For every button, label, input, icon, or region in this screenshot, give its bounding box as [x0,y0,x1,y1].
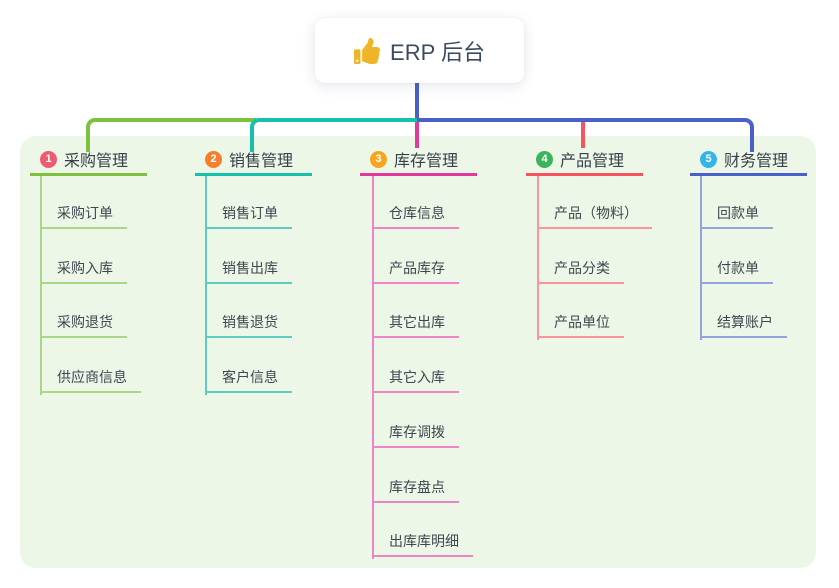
connector-branch-4-drop [581,122,585,148]
branch-5-tree-line [700,176,702,340]
branch-1-title-label: 采购管理 [64,153,129,170]
branch-2-title[interactable]: 2 销售管理 [195,149,312,176]
branch-4-tree-line [537,176,539,340]
branch-2-child-1[interactable]: 销售订单 [205,204,292,229]
branch-3-child-4[interactable]: 其它入库 [372,368,459,393]
branch-5-title[interactable]: 5 财务管理 [690,149,807,176]
connector-branch-3-drop [415,122,419,148]
branch-3-child-3[interactable]: 其它出库 [372,313,459,338]
background-panel [20,136,816,568]
branch-5-title-label: 财务管理 [724,153,789,170]
branch-3-child-5[interactable]: 库存调拨 [372,423,459,448]
branch-4-title-label: 产品管理 [560,153,625,170]
branch-5-child-1[interactable]: 回款单 [700,204,773,229]
branch-2-child-3[interactable]: 销售退货 [205,313,292,338]
branch-4-title[interactable]: 4 产品管理 [526,149,643,176]
connector-root-drop [415,83,419,122]
branch-2-title-label: 销售管理 [229,153,294,170]
branch-5-child-3[interactable]: 结算账户 [700,313,787,338]
root-node[interactable]: ERP 后台 [315,18,524,83]
connector-branch-2-elbow [250,118,421,152]
branch-5-child-2[interactable]: 付款单 [700,259,773,284]
branch-3-child-6[interactable]: 库存盘点 [372,478,459,503]
branch-5-number-badge: 5 [700,150,717,168]
branch-3-title-label: 库存管理 [394,153,459,170]
connector-branch-1-elbow [86,118,256,152]
connector-branch-5-elbow [417,118,754,152]
branch-1-child-3[interactable]: 采购退货 [40,313,127,338]
branch-3-child-2[interactable]: 产品库存 [372,259,459,284]
branch-4-child-2[interactable]: 产品分类 [537,259,624,284]
branch-1-child-1[interactable]: 采购订单 [40,204,127,229]
branch-2-child-2[interactable]: 销售出库 [205,259,292,284]
branch-2-child-4[interactable]: 客户信息 [205,368,292,393]
branch-2-number-badge: 2 [205,150,222,168]
thumbs-up-icon [354,37,381,64]
branch-3-child-7[interactable]: 出库库明细 [372,532,473,557]
branch-1-number-badge: 1 [40,150,57,168]
branch-3-title[interactable]: 3 库存管理 [360,149,477,176]
branch-3-tree-line [372,176,374,559]
branch-1-child-4[interactable]: 供应商信息 [40,368,141,393]
branch-3-number-badge: 3 [370,150,387,168]
branch-1-child-2[interactable]: 采购入库 [40,259,127,284]
branch-4-number-badge: 4 [536,150,553,168]
root-title-label: ERP 后台 [390,39,485,65]
branch-2-tree-line [205,176,207,395]
branch-4-child-3[interactable]: 产品单位 [537,313,624,338]
branch-1-tree-line [40,176,42,395]
branch-3-child-1[interactable]: 仓库信息 [372,204,459,229]
branch-4-child-1[interactable]: 产品（物料） [537,204,652,229]
branch-1-title[interactable]: 1 采购管理 [30,149,147,176]
